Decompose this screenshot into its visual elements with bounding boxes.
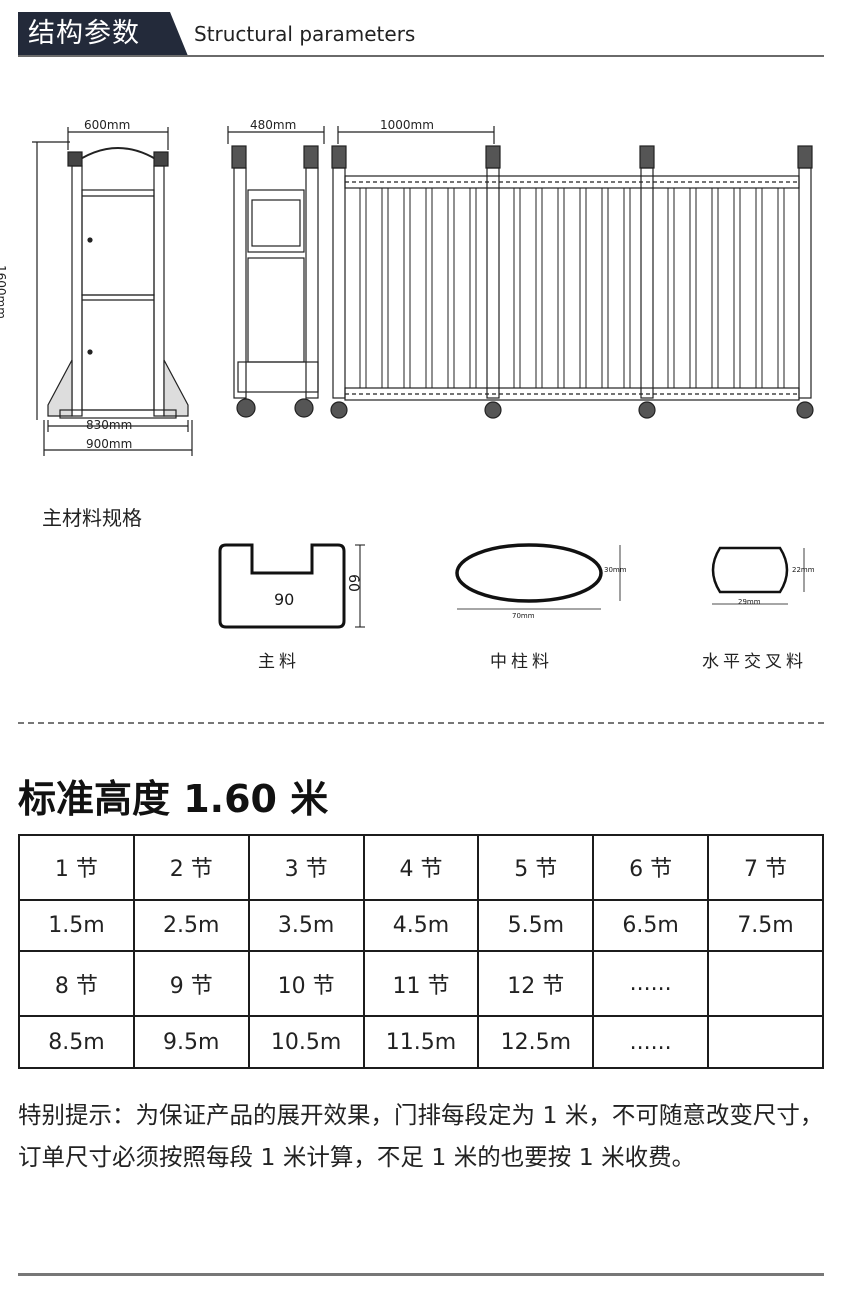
cross-profile-height: 22mm — [792, 566, 815, 574]
table-cell: 6.5m — [592, 898, 710, 953]
table-cell: 4.5m — [362, 898, 480, 953]
table-cell: 8.5m — [18, 1015, 135, 1069]
table-cell: 12 节 — [477, 950, 595, 1017]
special-note: 特别提示：为保证产品的展开效果，门排每段定为 1 米，不可随意改变尺寸，订单尺寸… — [18, 1101, 824, 1171]
table-cell: ...... — [592, 1015, 710, 1069]
cross-profile-drawing — [711, 546, 805, 605]
table-row: 1 节 2 节 3 节 4 节 5 节 6 节 7 节 — [18, 834, 824, 901]
table-cell: 7.5m — [707, 898, 824, 953]
gate-expanded-drawing — [227, 126, 814, 419]
cross-profile-label: 水平交叉料 — [702, 652, 807, 672]
dim-section-length: 1000mm — [380, 118, 434, 132]
front-view-drawing — [32, 127, 193, 456]
cross-profile-width: 29mm — [738, 598, 761, 606]
main-profile-drawing — [218, 543, 365, 629]
table-cell — [707, 950, 824, 1017]
main-profile-height: 60 — [344, 574, 361, 592]
table-cell: 5.5m — [477, 898, 595, 953]
table-cell: 2 节 — [132, 834, 250, 901]
spec-title: 标准高度 1.60 米 — [18, 777, 329, 821]
table-cell — [707, 1015, 824, 1069]
table-row: 8 节 9 节 10 节 11 节 12 节 ...... — [18, 950, 824, 1017]
table-cell: 4 节 — [362, 834, 480, 901]
materials-title: 主材料规格 — [42, 506, 142, 530]
dim-front-width: 600mm — [84, 118, 131, 132]
main-profile-width: 90 — [274, 590, 295, 609]
dim-side-width: 480mm — [250, 118, 297, 132]
spec-table: 1 节 2 节 3 节 4 节 5 节 6 节 7 节 1.5m 2.5m 3.… — [18, 834, 824, 1069]
table-cell: 10 节 — [247, 950, 365, 1017]
table-row: 8.5m 9.5m 10.5m 11.5m 12.5m ...... — [18, 1015, 824, 1069]
dim-outer-width: 900mm — [86, 437, 133, 451]
column-profile-drawing — [455, 543, 621, 610]
section-title-en: Structural parameters — [194, 22, 416, 46]
table-cell: 1.5m — [18, 898, 135, 953]
table-cell: ...... — [592, 950, 710, 1017]
table-cell: 12.5m — [477, 1015, 595, 1069]
column-profile-label: 中柱料 — [490, 652, 553, 672]
table-cell: 2.5m — [132, 898, 250, 953]
table-cell: 9 节 — [132, 950, 250, 1017]
table-cell: 9.5m — [132, 1015, 250, 1069]
bottom-divider — [18, 1273, 824, 1276]
table-cell: 6 节 — [592, 834, 710, 901]
table-cell: 1 节 — [18, 834, 135, 901]
table-cell: 8 节 — [18, 950, 135, 1017]
table-cell: 3.5m — [247, 898, 365, 953]
table-cell: 11.5m — [362, 1015, 480, 1069]
column-profile-height: 30mm — [604, 566, 627, 574]
table-cell: 7 节 — [707, 834, 824, 901]
header-divider — [18, 55, 824, 57]
dim-inner-width: 830mm — [86, 418, 133, 432]
table-cell: 10.5m — [247, 1015, 365, 1069]
table-row: 1.5m 2.5m 3.5m 4.5m 5.5m 6.5m 7.5m — [18, 898, 824, 953]
dashed-divider — [18, 722, 824, 724]
dim-height: 1600mm — [0, 265, 8, 319]
table-cell: 3 节 — [247, 834, 365, 901]
section-title-cn: 结构参数 — [18, 12, 188, 56]
table-cell: 11 节 — [362, 950, 480, 1017]
table-cell: 5 节 — [477, 834, 595, 901]
column-profile-width: 70mm — [512, 612, 535, 620]
main-profile-label: 主料 — [258, 652, 300, 672]
